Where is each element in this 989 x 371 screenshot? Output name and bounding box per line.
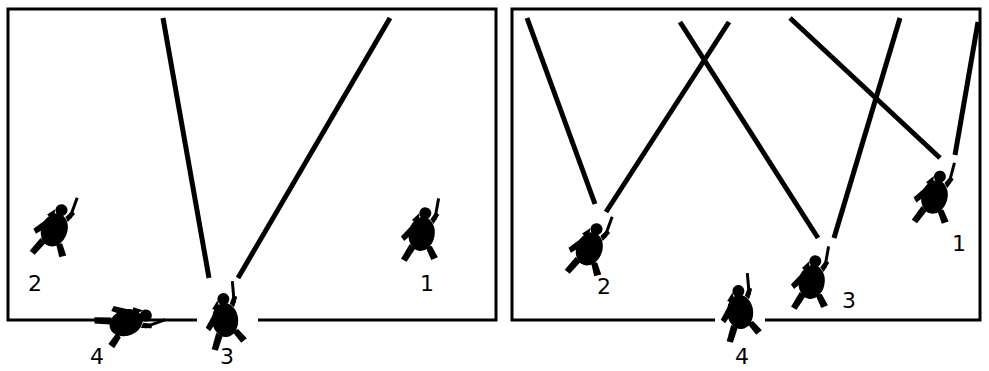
sector-lines [163,18,978,278]
callout-number: 2 [597,276,611,298]
callout-number: 2 [28,273,42,295]
soldier-figures [25,155,963,352]
callout-number: 1 [952,233,966,255]
callout-number: 1 [420,273,434,295]
callout-number: 3 [842,290,856,312]
room-walls [8,9,980,320]
callout-number: 3 [220,346,234,368]
callout-number: 4 [735,346,749,368]
callout-number: 4 [90,346,104,368]
